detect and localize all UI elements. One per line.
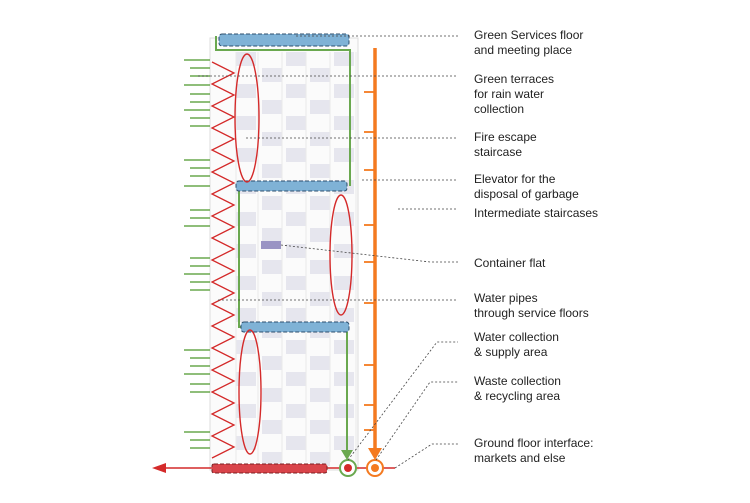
container-flat-cell <box>334 276 354 290</box>
leader-ground-floor <box>394 443 458 469</box>
container-flat-cell <box>310 420 330 434</box>
container-flat-cell <box>334 404 354 418</box>
container-flat-cell <box>310 260 330 274</box>
leader-water-collection <box>347 341 458 461</box>
container-flat-cell <box>334 340 354 354</box>
container-flat-cell <box>286 308 306 322</box>
container-flat-cell <box>310 452 330 466</box>
container-flat-cell <box>286 212 306 226</box>
container-flat-cell <box>236 276 256 290</box>
container-flat-cell <box>286 404 306 418</box>
container-flat-cell <box>236 404 256 418</box>
container-flat-cell <box>310 164 330 178</box>
container-flat-cell <box>310 388 330 402</box>
leader-waste-collection <box>375 381 458 461</box>
label-elevator: Elevator for the disposal of garbage <box>474 172 579 201</box>
ground-arrowhead-left <box>152 463 166 473</box>
container-flat-cell <box>286 52 306 66</box>
service-floor-lower <box>240 321 350 333</box>
label-green-services: Green Services floor and meeting place <box>474 28 584 57</box>
container-flat-cell <box>236 436 256 450</box>
orange-water-pipe <box>364 48 382 460</box>
waste-collection-marker-dot <box>371 464 379 472</box>
label-water-pipes: Water pipes through service floors <box>474 291 589 320</box>
container-flat-cell <box>262 100 282 114</box>
container-flat-cell <box>286 340 306 354</box>
label-container-flat: Container flat <box>474 256 546 270</box>
container-flat-cell <box>286 148 306 162</box>
container-flat-cell <box>236 308 256 322</box>
intermediate-staircase-lower <box>238 329 262 455</box>
container-flat-cell <box>236 84 256 98</box>
container-flat-highlight <box>261 241 281 249</box>
service-floor-middle <box>235 180 348 192</box>
container-flat-cell <box>334 308 354 322</box>
container-flat-cell <box>310 100 330 114</box>
label-green-terraces: Green terraces for rain water collection <box>474 72 555 116</box>
container-flat-cell <box>236 340 256 354</box>
container-flat-cell <box>334 436 354 450</box>
container-flat-cell <box>262 68 282 82</box>
container-flat-cell <box>262 260 282 274</box>
intermediate-staircase-middle <box>329 194 353 316</box>
container-flat-cell <box>262 132 282 146</box>
container-flat-cell <box>310 132 330 146</box>
container-flat-cell <box>236 148 256 162</box>
container-flat-cell <box>286 84 306 98</box>
container-flat-cell <box>262 196 282 210</box>
container-flat-cell <box>310 292 330 306</box>
fire-escape-staircase-zigzag <box>210 61 236 459</box>
intermediate-staircase-upper <box>234 53 260 183</box>
container-flat-cell <box>262 452 282 466</box>
container-flat-cell <box>236 372 256 386</box>
container-flat-cell <box>262 164 282 178</box>
container-flat-cell <box>334 244 354 258</box>
container-flat-cell <box>286 372 306 386</box>
container-flat-cell <box>262 228 282 242</box>
green-water-pipe <box>215 36 351 186</box>
label-water-collection: Water collection & supply area <box>474 330 559 359</box>
label-waste-collection: Waste collection & recycling area <box>474 374 561 403</box>
container-flat-cell <box>262 356 282 370</box>
container-flat-cell <box>262 388 282 402</box>
green-pipe-arrowhead <box>341 450 353 460</box>
leader-lines <box>198 35 458 469</box>
leader-container-flat <box>280 244 458 263</box>
container-flat-cell <box>310 68 330 82</box>
label-intermediate-staircases: Intermediate staircases <box>474 206 599 220</box>
container-flat-cell <box>310 228 330 242</box>
container-flat-cell <box>236 212 256 226</box>
container-flat-cell <box>286 116 306 130</box>
label-fire-escape: Fire escape staircase <box>474 130 537 159</box>
container-flat-cell <box>310 196 330 210</box>
ground-floor-band <box>211 463 328 474</box>
container-flat-cell <box>262 420 282 434</box>
label-ground-floor: Ground floor interface: markets and else <box>474 436 594 465</box>
container-flat-cell <box>286 436 306 450</box>
container-flat-cell <box>334 372 354 386</box>
container-flat-cell <box>236 244 256 258</box>
container-flat-cell <box>236 116 256 130</box>
container-flat-cell <box>262 292 282 306</box>
container-flat-cell <box>286 276 306 290</box>
container-flat-cell <box>310 356 330 370</box>
green-terrace-ticks <box>184 59 210 449</box>
water-collection-marker-dot <box>344 464 352 472</box>
service-floor-top <box>218 33 350 47</box>
